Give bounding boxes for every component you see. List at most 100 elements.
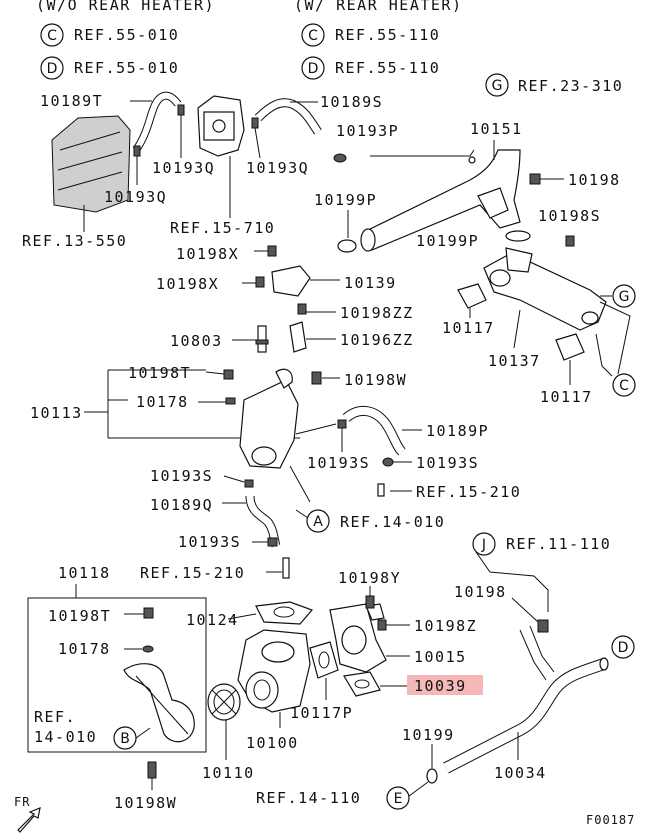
part-ref-15-210-a[interactable]: REF.15-210 bbox=[416, 483, 521, 501]
header-ref-c-left[interactable]: C REF.55-010 bbox=[40, 23, 179, 47]
part-10193q-b[interactable]: 10193Q bbox=[104, 188, 167, 206]
part-10198w-a[interactable]: 10198W bbox=[344, 371, 407, 389]
part-10178-b[interactable]: 10178 bbox=[58, 640, 111, 658]
part-10117-b[interactable]: 10117 bbox=[540, 388, 593, 406]
header-ref-d-left[interactable]: D REF.55-010 bbox=[40, 56, 179, 80]
gasket-10039 bbox=[343, 671, 381, 697]
part-10110[interactable]: 10110 bbox=[202, 764, 255, 782]
part-10198t-b[interactable]: 10198T bbox=[48, 607, 111, 625]
gasket-10117-a bbox=[457, 283, 487, 309]
part-10196zz[interactable]: 10196ZZ bbox=[340, 331, 414, 349]
part-10198x-b[interactable]: 10198X bbox=[156, 275, 219, 293]
part-10137[interactable]: 10137 bbox=[488, 352, 541, 370]
clamp-10193p bbox=[333, 153, 347, 163]
ref-j[interactable]: REF.11-110 bbox=[506, 535, 611, 553]
callout-e-letter: E bbox=[394, 791, 403, 807]
bolt-10198x-a bbox=[267, 245, 277, 257]
part-10199p-a[interactable]: 10199P bbox=[314, 191, 377, 209]
part-10803[interactable]: 10803 bbox=[170, 332, 223, 350]
oring-10199 bbox=[426, 768, 438, 784]
part-10178-a[interactable]: 10178 bbox=[136, 393, 189, 411]
part-10199[interactable]: 10199 bbox=[402, 726, 455, 744]
part-10193q-c[interactable]: 10193Q bbox=[246, 159, 309, 177]
part-10198[interactable]: 10198 bbox=[568, 171, 621, 189]
oring-10199p-b bbox=[505, 230, 531, 242]
clamp-10193q-c bbox=[251, 117, 259, 129]
part-10199p-b[interactable]: 10199P bbox=[416, 232, 479, 250]
part-10039[interactable]: 10039 bbox=[414, 677, 467, 695]
callout-j[interactable] bbox=[472, 532, 496, 556]
part-10193s-a[interactable]: 10193S bbox=[307, 454, 370, 472]
ref-b-line1: REF. bbox=[34, 708, 76, 726]
part-10198s[interactable]: 10198S bbox=[538, 207, 601, 225]
part-10198x-a[interactable]: 10198X bbox=[176, 245, 239, 263]
ref-c-right: REF.55-110 bbox=[335, 26, 440, 44]
part-10193q-a[interactable]: 10193Q bbox=[152, 159, 215, 177]
bolt-10198x-b bbox=[255, 276, 265, 288]
water-outlet-15-710 bbox=[197, 95, 245, 218]
callout-a-letter: A bbox=[313, 514, 323, 530]
ref-d-right: REF.55-110 bbox=[335, 59, 440, 77]
engine-block-13-550 bbox=[51, 115, 131, 232]
header-ref-d-right[interactable]: D REF.55-110 bbox=[301, 56, 440, 80]
part-10198zz[interactable]: 10198ZZ bbox=[340, 304, 414, 322]
part-ref-13-550[interactable]: REF.13-550 bbox=[22, 232, 127, 250]
gasket-10117-b bbox=[555, 333, 585, 361]
part-10193s-b[interactable]: 10193S bbox=[416, 454, 479, 472]
clamp-10193s-c bbox=[244, 479, 254, 488]
part-10118[interactable]: 10118 bbox=[58, 564, 111, 582]
callout-e[interactable] bbox=[386, 786, 410, 810]
part-10151[interactable]: 10151 bbox=[470, 120, 523, 138]
inset-box-10118 bbox=[27, 597, 207, 753]
callout-c[interactable] bbox=[612, 373, 636, 397]
callout-g-right[interactable] bbox=[612, 284, 636, 308]
part-10198y[interactable]: 10198Y bbox=[338, 569, 401, 587]
part-10124[interactable]: 10124 bbox=[186, 611, 239, 629]
ref-c-left: REF.55-010 bbox=[74, 26, 179, 44]
part-10139[interactable]: 10139 bbox=[344, 274, 397, 292]
part-10198z[interactable]: 10198Z bbox=[414, 617, 477, 635]
part-10117p[interactable]: 10117P bbox=[290, 704, 353, 722]
fr-arrow-icon bbox=[17, 807, 41, 833]
water-pipe-10137 bbox=[483, 247, 607, 349]
callout-g-top[interactable] bbox=[485, 73, 509, 97]
part-10198t-a[interactable]: 10198T bbox=[128, 364, 191, 382]
part-10100[interactable]: 10100 bbox=[246, 734, 299, 752]
washer-10178-a bbox=[225, 397, 236, 405]
figure-code: F00187 bbox=[586, 813, 635, 827]
header-ref-c-right[interactable]: C REF.55-110 bbox=[301, 23, 440, 47]
callout-d[interactable] bbox=[611, 635, 635, 659]
part-10193s-d[interactable]: 10193S bbox=[178, 533, 241, 551]
part-10034[interactable]: 10034 bbox=[494, 764, 547, 782]
bolt-10198y bbox=[365, 595, 375, 609]
gasket-10124 bbox=[255, 601, 314, 625]
part-10189p[interactable]: 10189P bbox=[426, 422, 489, 440]
ref-e[interactable]: REF.14-110 bbox=[256, 789, 361, 807]
header-right: (W/ REAR HEATER) bbox=[294, 0, 463, 14]
hose-10189s bbox=[254, 98, 322, 135]
clamp-10193s-d bbox=[267, 537, 278, 547]
bolt-10198t-b bbox=[143, 607, 154, 619]
part-10117-a[interactable]: 10117 bbox=[442, 319, 495, 337]
callout-a[interactable] bbox=[306, 509, 330, 533]
part-10193p[interactable]: 10193P bbox=[336, 122, 399, 140]
callout-c-right: C bbox=[308, 28, 318, 44]
bolt-10198t-a bbox=[223, 369, 234, 380]
part-10113[interactable]: 10113 bbox=[30, 404, 83, 422]
callout-d-left: D bbox=[47, 61, 58, 77]
part-ref-15-710[interactable]: REF.15-710 bbox=[170, 219, 275, 237]
part-10015[interactable]: 10015 bbox=[414, 648, 467, 666]
ref-g[interactable]: REF.23-310 bbox=[518, 77, 623, 95]
part-10189t[interactable]: 10189T bbox=[40, 92, 103, 110]
bolt-10198 bbox=[529, 173, 541, 185]
ref-a[interactable]: REF.14-010 bbox=[340, 513, 445, 531]
part-10189q[interactable]: 10189Q bbox=[150, 496, 213, 514]
part-ref-15-210-b[interactable]: REF.15-210 bbox=[140, 564, 245, 582]
part-10189s[interactable]: 10189S bbox=[320, 93, 383, 111]
part-10198w-b[interactable]: 10198W bbox=[114, 794, 177, 812]
part-10198-b[interactable]: 10198 bbox=[454, 583, 507, 601]
clamp-10193q-b bbox=[133, 145, 141, 157]
bolt-10198w-a bbox=[311, 371, 322, 385]
part-10193s-c[interactable]: 10193S bbox=[150, 467, 213, 485]
clamp-10193s-a bbox=[337, 419, 347, 429]
